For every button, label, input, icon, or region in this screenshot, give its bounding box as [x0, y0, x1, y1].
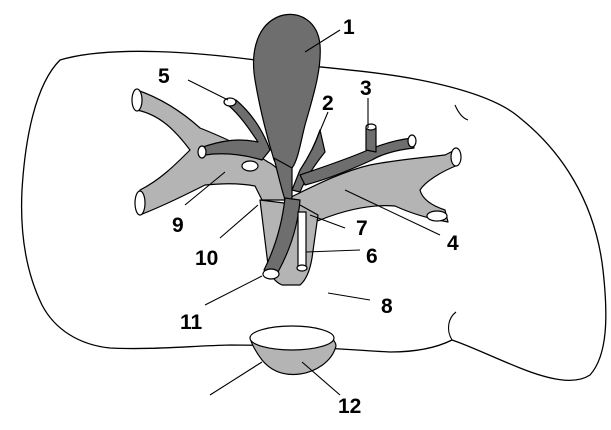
right-hepatic-duct-upper	[366, 128, 376, 152]
common-bile-duct-end	[263, 269, 279, 279]
label-5: 5	[158, 65, 170, 88]
left-branch-end-upper	[132, 89, 142, 111]
label-8: 8	[381, 295, 393, 318]
leader-12	[302, 362, 340, 395]
right-branch-end-lower	[427, 211, 447, 221]
label-2: 2	[322, 92, 334, 115]
label-4: 4	[447, 232, 459, 255]
label-10: 10	[195, 247, 218, 270]
left-branch-end-mid	[242, 161, 258, 171]
label-7: 7	[356, 217, 368, 240]
label-11: 11	[180, 311, 203, 334]
left-duct-end-left	[198, 146, 206, 158]
label-1: 1	[343, 16, 355, 39]
left-branch-end-lower	[135, 191, 145, 215]
hepatic-artery	[298, 212, 306, 268]
label-3: 3	[360, 77, 372, 100]
right-branch-end-upper	[451, 148, 461, 166]
hepatic-artery-end	[297, 265, 307, 271]
leader-12b	[210, 362, 262, 395]
label-6: 6	[366, 245, 378, 268]
label-12: 12	[338, 395, 361, 418]
inferior-vessel-opening	[250, 326, 334, 350]
label-9: 9	[172, 214, 184, 237]
right-duct-end-right	[408, 135, 416, 147]
